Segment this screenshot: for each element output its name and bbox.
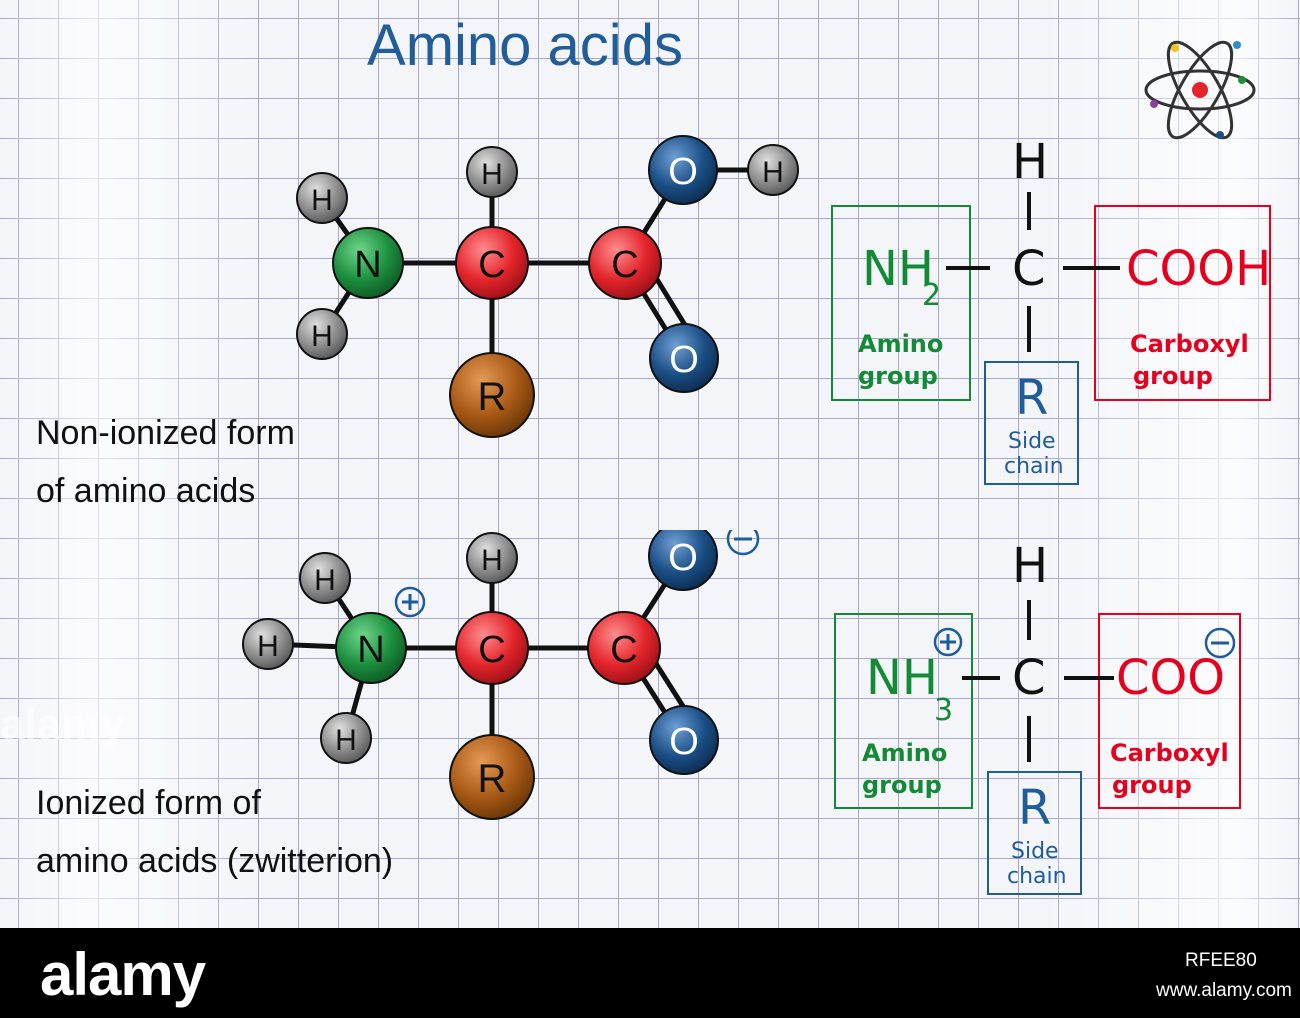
amino-group-box xyxy=(831,205,971,401)
oxygen-atom: O xyxy=(649,705,719,775)
alpha-hydrogen: H xyxy=(1012,538,1048,594)
atom-icon xyxy=(1144,40,1256,140)
hydrogen-atom: H xyxy=(296,308,348,360)
oxygen-atom: O xyxy=(649,323,719,393)
carboxyl-formula: COOH xyxy=(1126,241,1271,297)
svg-text:H: H xyxy=(311,184,333,217)
carboxyl-label: Carboxyl xyxy=(1130,330,1249,358)
svg-text:C: C xyxy=(611,244,638,286)
svg-text:O: O xyxy=(668,151,698,193)
non-ionized-diagram: H H H H N C C O O R NH 2 C COOH H R Amin… xyxy=(0,130,1300,510)
carboxyl-formula: COO xyxy=(1116,650,1225,706)
amino-label: Amino xyxy=(858,330,943,358)
amino-group-box xyxy=(834,613,973,809)
hydrogen-atom: H xyxy=(299,552,351,604)
r-group-atom: R xyxy=(449,734,535,820)
svg-text:N: N xyxy=(354,244,381,286)
image-id: RFEE80 xyxy=(1185,950,1257,971)
caption-line: Ionized form of xyxy=(36,784,261,822)
svg-text:O: O xyxy=(668,537,698,579)
svg-text:H: H xyxy=(762,156,784,189)
carboxyl-group-box xyxy=(1098,613,1241,809)
caption-line: amino acids (zwitterion) xyxy=(36,842,394,880)
structural-formula: NH 2 C COOH H R Amino group Carboxyl gro… xyxy=(831,134,1271,485)
hydrogen-atom: H xyxy=(466,532,518,584)
page-title: Amino acids xyxy=(367,13,683,78)
oxygen-atom: O xyxy=(648,135,718,205)
non-ionized-caption: Non-ionized form of amino acids xyxy=(36,404,295,520)
amino-label: Amino xyxy=(862,739,947,767)
side-chain-box xyxy=(987,771,1082,895)
carboxyl-label: Carboxyl xyxy=(1110,739,1229,767)
svg-text:H: H xyxy=(311,320,333,353)
minus-charge-icon xyxy=(726,530,760,556)
carboxyl-group-box xyxy=(1094,205,1271,401)
alpha-hydrogen: H xyxy=(1012,134,1048,190)
svg-text:H: H xyxy=(257,630,279,663)
caption-line: of amino acids xyxy=(36,472,256,510)
minus-charge-icon xyxy=(1204,627,1236,659)
oxygen-atom: O xyxy=(648,530,718,591)
amino-label: group xyxy=(862,771,942,799)
side-chain-label: chain xyxy=(1007,864,1067,889)
r-group-atom: R xyxy=(449,352,535,438)
svg-text:H: H xyxy=(481,544,503,577)
structural-formula: NH 3 C COO H R Amino group Carboxyl grou… xyxy=(834,538,1241,895)
watermark-bar xyxy=(0,928,1300,1018)
carboxyl-carbon-atom: C xyxy=(587,611,661,685)
svg-text:H: H xyxy=(481,158,503,191)
carboxyl-carbon-atom: C xyxy=(588,226,662,300)
hydrogen-atom: H xyxy=(320,712,372,764)
side-chain-label: chain xyxy=(1004,454,1064,479)
svg-text:C: C xyxy=(478,244,505,286)
alpha-carbon-atom: C xyxy=(455,226,529,300)
side-chain-label: Side xyxy=(1011,839,1059,864)
alpha-carbon: C xyxy=(1012,241,1046,297)
plus-charge-icon xyxy=(394,586,426,618)
alpha-carbon-atom: C xyxy=(455,611,529,685)
ionized-diagram: H H H H N C C O O R NH 3 xyxy=(0,530,1300,910)
alamy-logo: alamy xyxy=(40,941,206,1008)
svg-text:R: R xyxy=(478,757,507,801)
side-chain-label: Side xyxy=(1008,429,1056,454)
nitrogen-atom: N xyxy=(335,612,407,684)
hydrogen-atom: H xyxy=(466,146,518,198)
svg-text:H: H xyxy=(335,724,357,757)
side-chain-r: R xyxy=(1018,780,1051,836)
side-chain-r: R xyxy=(1015,370,1048,426)
svg-text:R: R xyxy=(478,375,507,419)
alpha-carbon: C xyxy=(1012,650,1046,706)
carboxyl-label: group xyxy=(1133,362,1213,390)
amino-formula: NH xyxy=(866,650,938,706)
site-url: www.alamy.com xyxy=(1156,980,1292,1001)
svg-text:H: H xyxy=(314,564,336,597)
plus-charge-icon xyxy=(933,627,963,657)
amino-subscript: 2 xyxy=(922,278,941,313)
hydrogen-atom: H xyxy=(747,144,799,196)
side-chain-box xyxy=(984,361,1079,485)
carboxyl-label: group xyxy=(1112,771,1192,799)
amino-formula: NH xyxy=(862,241,934,297)
nitrogen-atom: N xyxy=(332,227,404,299)
side-watermark: alamy xyxy=(0,700,125,749)
caption-line: Non-ionized form xyxy=(36,414,295,452)
svg-text:C: C xyxy=(478,629,505,671)
svg-text:C: C xyxy=(610,629,637,671)
ionized-caption: Ionized form of amino acids (zwitterion) xyxy=(36,774,393,890)
svg-text:O: O xyxy=(669,721,699,763)
hydrogen-atom: H xyxy=(242,618,294,670)
amino-subscript: 3 xyxy=(934,693,953,728)
svg-text:O: O xyxy=(669,339,699,381)
amino-label: group xyxy=(858,362,938,390)
hydrogen-atom: H xyxy=(296,172,348,224)
svg-text:N: N xyxy=(357,629,384,671)
